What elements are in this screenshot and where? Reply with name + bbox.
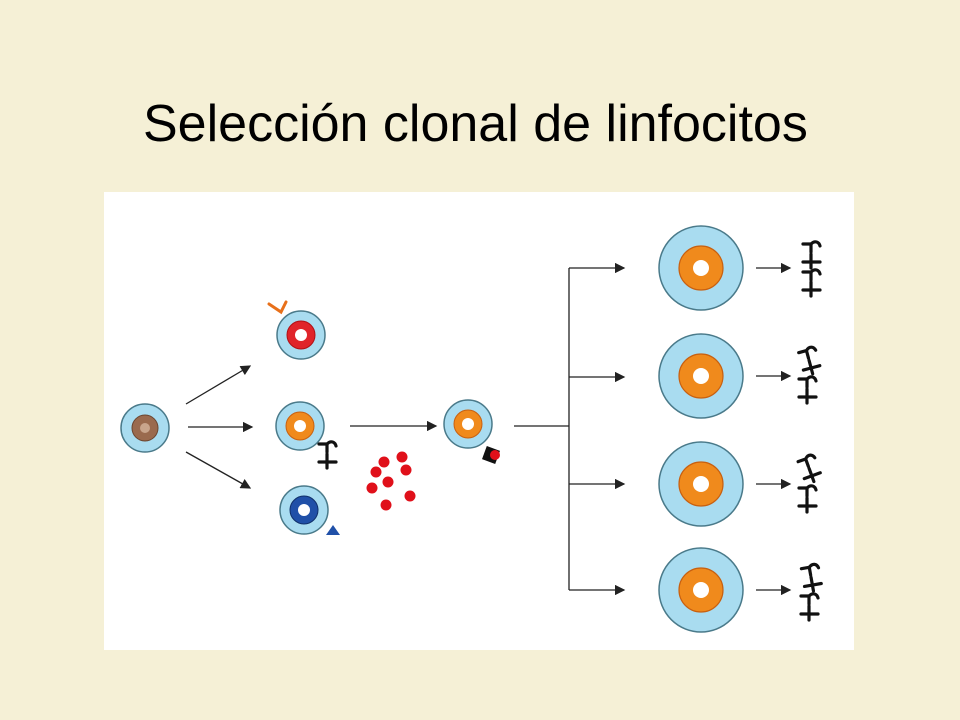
diagram-panel	[104, 192, 854, 650]
differentiation-arrows	[185, 365, 254, 489]
progenitor-cell	[120, 403, 170, 453]
receptor-blue	[326, 525, 340, 535]
arrow-to-blue-cell	[185, 451, 252, 489]
antibodies-4	[799, 562, 824, 622]
bound-antigen	[490, 450, 500, 460]
lymphocyte-red	[267, 300, 326, 360]
antibodies-1	[801, 240, 822, 298]
antibody-icon	[796, 344, 823, 378]
activated-lymphocyte	[443, 399, 500, 464]
antibody-icon	[799, 592, 820, 622]
clone-cell-1	[658, 225, 744, 311]
antibody-icon	[801, 240, 822, 270]
antibody-icon	[795, 452, 824, 486]
lymphocyte-orange	[275, 401, 338, 470]
clonal-selection-diagram	[120, 225, 824, 633]
clone-cell-4	[658, 547, 744, 633]
clone-cell-3	[658, 441, 744, 527]
lymphocyte-blue	[279, 485, 340, 535]
antibodies-2	[796, 344, 823, 405]
receptor-red	[267, 300, 288, 315]
clonal-expansion-connector	[514, 262, 626, 596]
antibody-icon	[799, 562, 824, 594]
receptor-orange	[317, 440, 338, 470]
antigen-particles	[366, 451, 416, 511]
antibodies-3	[795, 452, 824, 514]
antibody-icon	[797, 484, 818, 514]
arrow-to-red-cell	[185, 365, 252, 405]
antibody-icon	[797, 375, 818, 405]
slide-title: Selección clonal de linfocitos	[143, 95, 808, 153]
antibody-icon	[801, 268, 822, 298]
secretion-arrows	[756, 262, 792, 596]
clone-cell-2	[658, 333, 744, 419]
